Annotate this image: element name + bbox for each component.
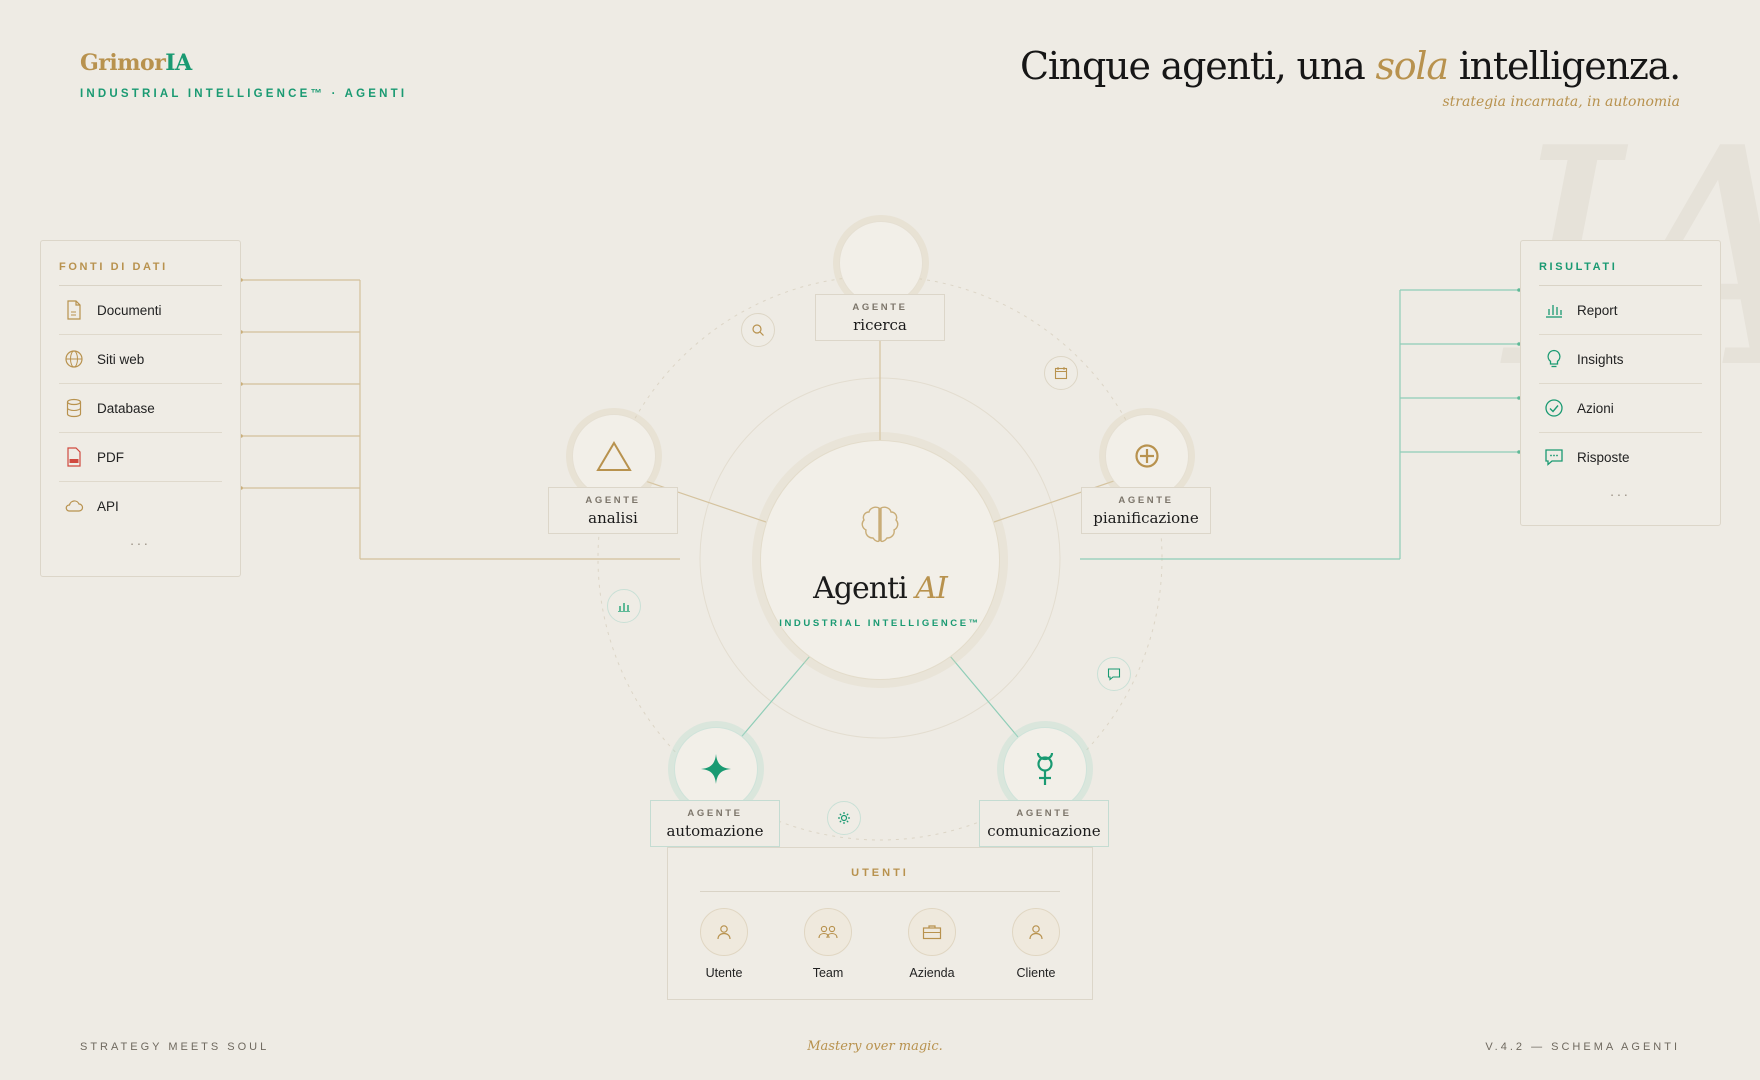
hub-title: Agenti AI	[761, 571, 999, 606]
brand-name-accent: IA	[165, 50, 192, 76]
agent-analisi-node[interactable]	[572, 414, 656, 498]
agent-kicker: AGENTE	[687, 808, 743, 819]
message-icon	[1097, 657, 1131, 691]
result-label: Risposte	[1577, 449, 1630, 465]
agent-ricerca-label[interactable]: AGENTE ricerca	[815, 294, 945, 341]
result-item-risposte[interactable]: Risposte	[1539, 433, 1702, 481]
moon-icon	[866, 249, 879, 277]
document-icon	[63, 299, 85, 321]
source-item-pdf[interactable]: PDF	[59, 433, 222, 482]
results-title: RISULTATI	[1539, 261, 1702, 286]
person-icon	[700, 908, 748, 956]
results-more: ...	[1610, 483, 1631, 499]
agent-kicker: AGENTE	[1016, 808, 1072, 819]
headline-part: intelligenza.	[1447, 44, 1681, 88]
results-panel: RISULTATI Report Insights Azioni Rispost…	[1520, 240, 1721, 526]
sources-more: ...	[130, 532, 151, 548]
headline-accent: sola	[1375, 44, 1449, 88]
agent-comunicazione-node[interactable]	[1003, 727, 1087, 811]
check-circle-icon	[1543, 397, 1565, 419]
circled-plus-icon	[1135, 444, 1159, 468]
gear-icon	[827, 801, 861, 835]
headline-part: Cinque agenti, una	[1019, 44, 1376, 88]
headline: Cinque agenti, una sola intelligenza. st…	[1019, 44, 1681, 110]
user-label: Team	[812, 966, 844, 980]
briefcase-icon	[908, 908, 956, 956]
team-icon	[804, 908, 852, 956]
source-label: Database	[97, 400, 155, 416]
chart-icon	[607, 589, 641, 623]
sources-panel: FONTI DI DATI Documenti Siti web Databas…	[40, 240, 241, 577]
result-label: Azioni	[1577, 400, 1614, 416]
agent-pianificazione-label[interactable]: AGENTE pianificazione	[1081, 487, 1211, 534]
result-label: Insights	[1577, 351, 1624, 367]
lightbulb-icon	[1543, 348, 1565, 370]
headline-subtitle: strategia incarnata, in autonomia	[1442, 94, 1680, 110]
source-label: Documenti	[97, 302, 162, 318]
user-label: Utente	[705, 966, 743, 980]
cloud-icon	[63, 495, 85, 517]
agent-name: ricerca	[853, 316, 907, 334]
source-label: Siti web	[97, 351, 145, 367]
database-icon	[63, 397, 85, 419]
person-icon	[1012, 908, 1060, 956]
result-label: Report	[1577, 302, 1618, 318]
agent-name: comunicazione	[987, 822, 1101, 840]
agent-ricerca-node[interactable]	[839, 221, 923, 305]
agent-name: pianificazione	[1093, 509, 1199, 527]
users-divider	[700, 891, 1060, 892]
result-item-azioni[interactable]: Azioni	[1539, 384, 1702, 433]
hub-subtitle: INDUSTRIAL INTELLIGENCE™	[779, 618, 981, 629]
agent-kicker: AGENTE	[852, 302, 908, 313]
agents-hub[interactable]: Agenti AI INDUSTRIAL INTELLIGENCE™	[760, 440, 1000, 680]
mercury-icon	[1036, 752, 1054, 785]
source-item-database[interactable]: Database	[59, 384, 222, 433]
footer-tagline: STRATEGY MEETS SOUL	[80, 1041, 270, 1053]
source-label: API	[97, 498, 119, 514]
hub-title-text: Agenti	[813, 571, 908, 606]
brand-name: GrimorIA	[80, 50, 407, 76]
brand-name-part: Grimor	[80, 50, 166, 76]
footer-version: V.4.2 — SCHEMA AGENTI	[1485, 1041, 1680, 1053]
agent-kicker: AGENTE	[585, 495, 641, 506]
agent-automazione-node[interactable]	[674, 727, 758, 811]
chat-icon	[1543, 446, 1565, 468]
user-item-utente[interactable]: Utente	[700, 908, 748, 980]
source-label: PDF	[97, 449, 124, 465]
users-title: UTENTI	[851, 867, 909, 879]
brain-icon	[861, 506, 899, 543]
agent-analisi-label[interactable]: AGENTE analisi	[548, 487, 678, 534]
agent-automazione-label[interactable]: AGENTE automazione	[650, 800, 780, 847]
user-item-team[interactable]: Team	[804, 908, 852, 980]
user-item-azienda[interactable]: Azienda	[908, 908, 956, 980]
agent-kicker: AGENTE	[1118, 495, 1174, 506]
agent-comunicazione-label[interactable]: AGENTE comunicazione	[979, 800, 1109, 847]
search-icon	[741, 313, 775, 347]
footer-motto: Mastery over magic.	[807, 1039, 943, 1054]
bar-chart-icon	[1543, 299, 1565, 321]
result-item-report[interactable]: Report	[1539, 286, 1702, 335]
agent-name: automazione	[666, 822, 764, 840]
user-item-cliente[interactable]: Cliente	[1012, 908, 1060, 980]
users-panel: UTENTI Utente Team Azienda Cliente	[667, 847, 1093, 1000]
sources-title: FONTI DI DATI	[59, 261, 222, 286]
source-item-api[interactable]: API	[59, 482, 222, 530]
source-item-documenti[interactable]: Documenti	[59, 286, 222, 335]
sparkle-icon	[701, 754, 731, 784]
user-label: Cliente	[1016, 966, 1056, 980]
result-item-insights[interactable]: Insights	[1539, 335, 1702, 384]
headline-title: Cinque agenti, una sola intelligenza.	[1019, 44, 1681, 88]
hub-title-accent: AI	[915, 571, 948, 606]
brand: GrimorIA INDUSTRIAL INTELLIGENCE™ · AGEN…	[80, 50, 407, 100]
user-label: Azienda	[909, 966, 955, 980]
pdf-icon	[63, 446, 85, 468]
brand-subtitle: INDUSTRIAL INTELLIGENCE™ · AGENTI	[80, 88, 408, 100]
source-item-siti-web[interactable]: Siti web	[59, 335, 222, 384]
agent-name: analisi	[588, 509, 638, 527]
globe-icon	[63, 348, 85, 370]
calendar-icon	[1044, 356, 1078, 390]
triangle-icon	[596, 441, 632, 471]
agent-pianificazione-node[interactable]	[1105, 414, 1189, 498]
